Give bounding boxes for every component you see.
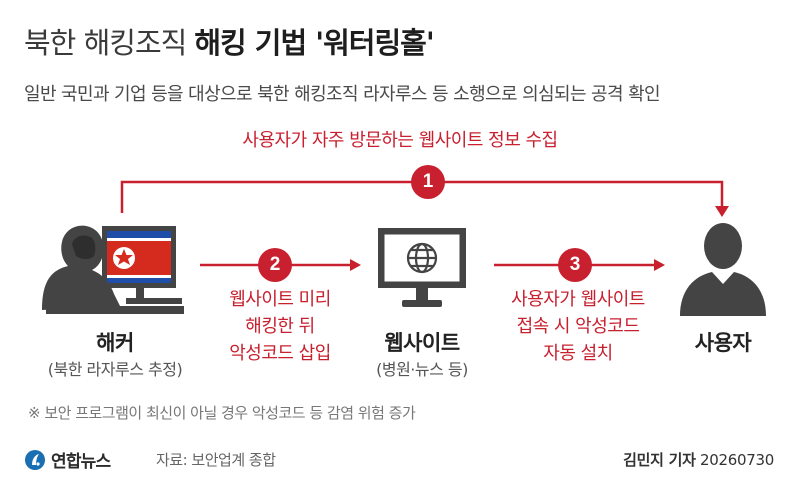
user-label: 사용자 — [694, 331, 752, 355]
step3-badge: 3 — [558, 248, 592, 282]
title-light: 북한 해킹조직 — [24, 26, 187, 60]
hacker-icon — [42, 225, 184, 314]
yonhap-logo: 연합뉴스 — [24, 447, 111, 472]
credit: 김민지 기자 20260730 — [623, 449, 774, 470]
user-icon — [680, 223, 766, 316]
arrow-step3-head — [654, 259, 665, 271]
globe-icon — [406, 242, 438, 274]
website-icon — [378, 228, 466, 307]
arrow-step1-head — [715, 206, 729, 217]
yonhap-logo-icon — [25, 449, 45, 470]
step2-line: 웹사이트 미리 — [229, 289, 331, 310]
step2-badge: 2 — [258, 248, 292, 282]
step2-line: 해킹한 뒤 — [245, 316, 315, 337]
author: 김민지 기자 — [623, 451, 696, 469]
yonhap-logo-text: 연합뉴스 — [51, 452, 111, 472]
subtitle: 일반 국민과 기업 등을 대상으로 북한 해킹조직 라자루스 등 소행으로 의심… — [24, 84, 661, 105]
source-text: 자료: 보안업계 종합 — [156, 451, 276, 469]
step2-line: 악성코드 삽입 — [229, 343, 331, 364]
step1-text: 사용자가 자주 방문하는 웹사이트 정보 수집 — [242, 130, 558, 151]
hacker-sub: (북한 라자루스 추정) — [47, 360, 183, 379]
step3-line: 사용자가 웹사이트 — [511, 289, 645, 310]
step1-badge: 1 — [411, 165, 445, 199]
website-label: 웹사이트 — [384, 331, 460, 355]
step3-line: 자동 설치 — [543, 343, 613, 364]
step3-line: 접속 시 악성코드 — [516, 316, 640, 337]
website-sub: (병원·뉴스 등) — [376, 360, 468, 379]
footnote: ※ 보안 프로그램이 최신이 아닐 경우 악성코드 등 감염 위험 증가 — [28, 404, 416, 422]
step2-text: 웹사이트 미리 해킹한 뒤 악성코드 삽입 — [200, 286, 360, 367]
title-bold: 해킹 기법 '워터링홀' — [194, 26, 434, 60]
arrow-step2-head — [350, 259, 361, 271]
date: 20260730 — [700, 451, 774, 469]
hacker-label: 해커 — [96, 331, 134, 355]
step3-text: 사용자가 웹사이트 접속 시 악성코드 자동 설치 — [490, 286, 666, 367]
